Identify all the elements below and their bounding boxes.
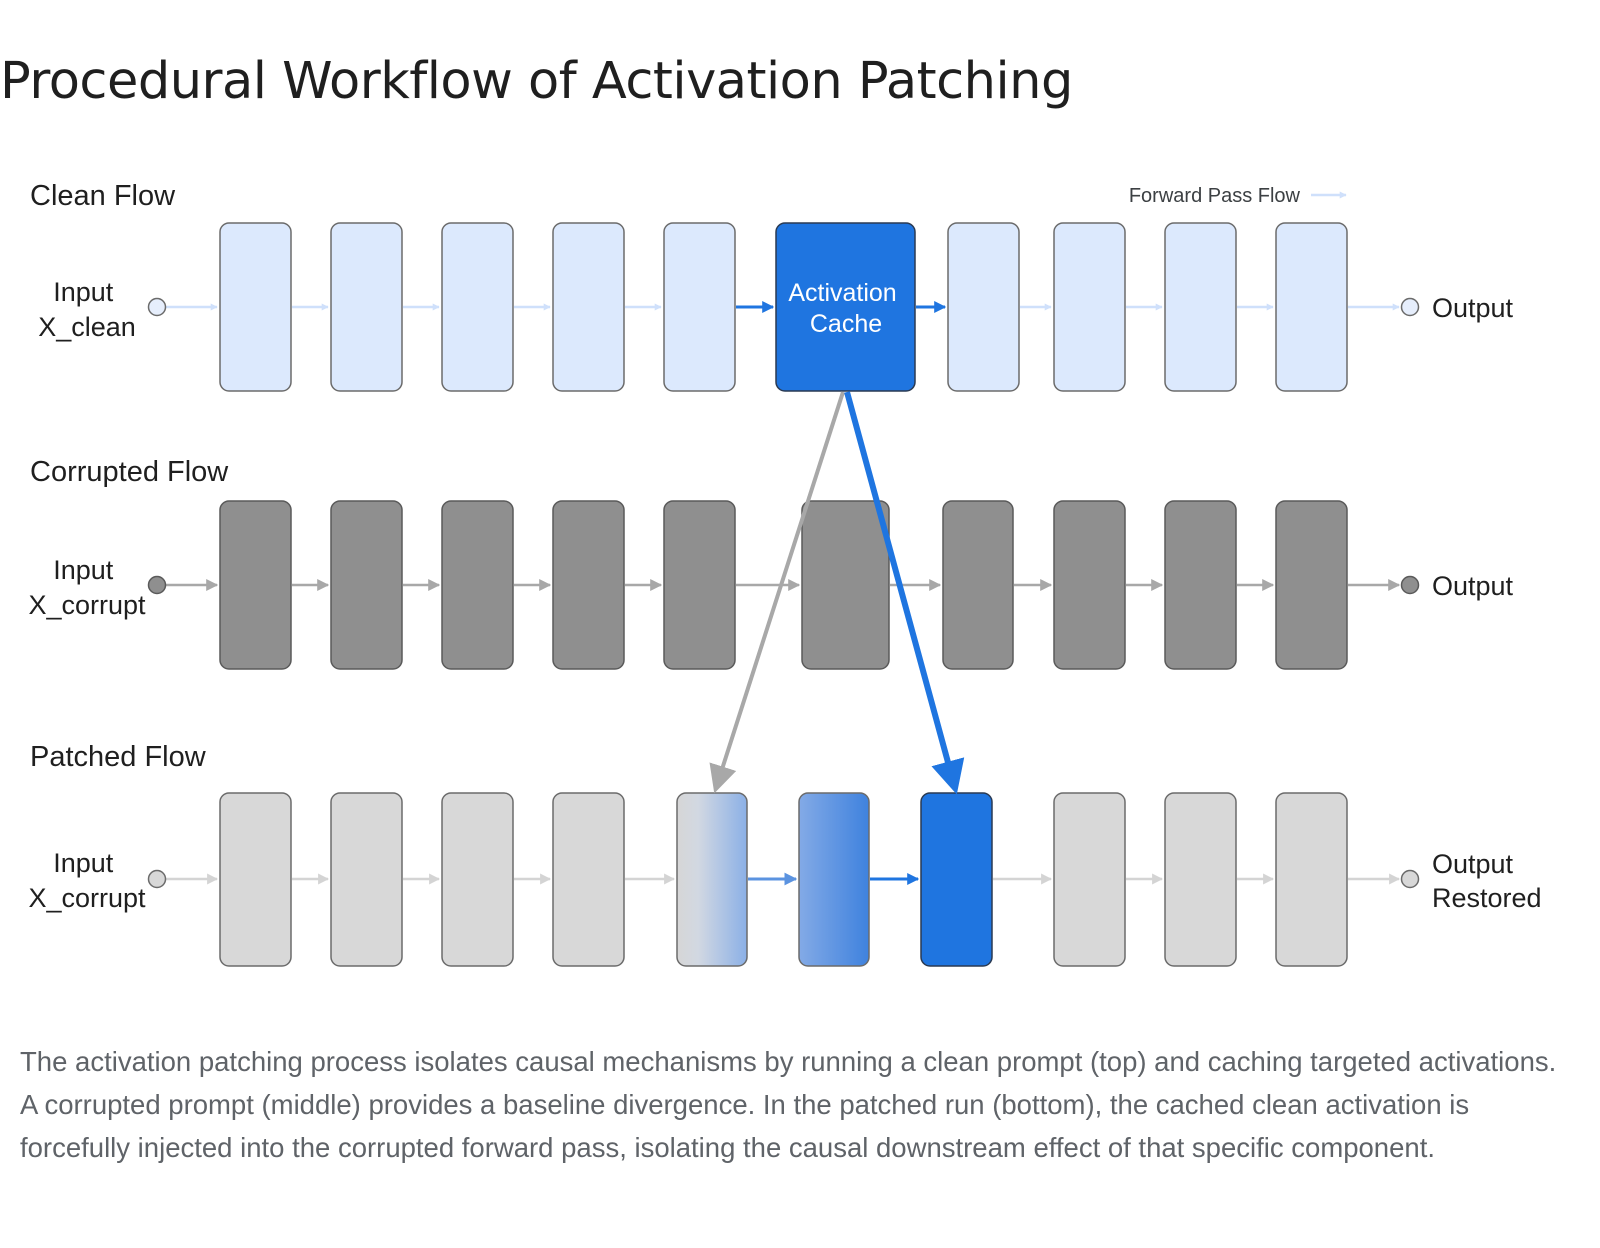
corrupted-layer-block [219,500,292,670]
clean-layer-block [1164,222,1237,392]
activation-cache-block [775,222,916,392]
patched-layer-block [1053,792,1126,967]
clean-layer-block [441,222,514,392]
clean-layer-block [219,222,292,392]
clean-layer-block [947,222,1020,392]
patched-layer-block [1275,792,1348,967]
page-title: Procedural Workflow of Activation Patchi… [0,52,1073,111]
patched-layer-block-blend [798,792,870,967]
corrupted-layer-block [801,500,890,670]
corrupted-layer-block [1275,500,1348,670]
clean-input-node [147,297,167,317]
patched-flow-label: Patched Flow [30,741,207,773]
patched-output-label: Output Restored [1432,849,1542,913]
clean-input-label: Input X_clean [38,277,136,342]
corrupted-output-node [1400,575,1420,595]
clean-output-label: Output [1432,293,1514,323]
corrupted-flow-row [147,500,1420,670]
corrupted-layer-block [942,500,1014,670]
corrupted-layer-block [663,500,736,670]
clean-layer-block [663,222,736,392]
patched-layer-block-fade [676,792,748,967]
patched-layer-block [330,792,403,967]
gray-patch-arrow [709,391,845,794]
corrupted-flow-label: Corrupted Flow [30,456,229,488]
corrupted-layer-block [552,500,625,670]
patched-output-node [1400,869,1420,889]
corrupted-input-label: Input X_corrupt [28,555,146,620]
patched-layer-block [552,792,625,967]
patched-layer-block [1164,792,1237,967]
clean-layer-block [1053,222,1126,392]
patched-layer-block [441,792,514,967]
clean-output-node [1400,297,1420,317]
corrupted-layer-block [1164,500,1237,670]
activation-patching-diagram: Forward Pass Flow Clean Flow Corrupted F… [28,180,1542,967]
patched-layer-block [219,792,292,967]
clean-layer-block [1275,222,1348,392]
clean-flow-label: Clean Flow [30,180,176,212]
patched-flow-row [147,792,1420,967]
patched-input-label: Input X_corrupt [28,848,146,913]
corrupted-output-label: Output [1432,571,1514,601]
patched-input-node [147,869,167,889]
diagram-caption: The activation patching process isolates… [20,1046,1557,1163]
clean-flow-row: Activation Cache [147,222,1420,392]
corrupted-input-node [147,575,167,595]
clean-layer-block [330,222,403,392]
activation-cache-label: Activation Cache [788,279,903,338]
corrupted-layer-block [441,500,514,670]
corrupted-layer-block [330,500,403,670]
blue-patch-arrow [844,391,965,795]
clean-layer-block [552,222,625,392]
patched-injection-block [920,792,993,967]
legend-label: Forward Pass Flow [1129,185,1301,207]
corrupted-layer-block [1053,500,1126,670]
